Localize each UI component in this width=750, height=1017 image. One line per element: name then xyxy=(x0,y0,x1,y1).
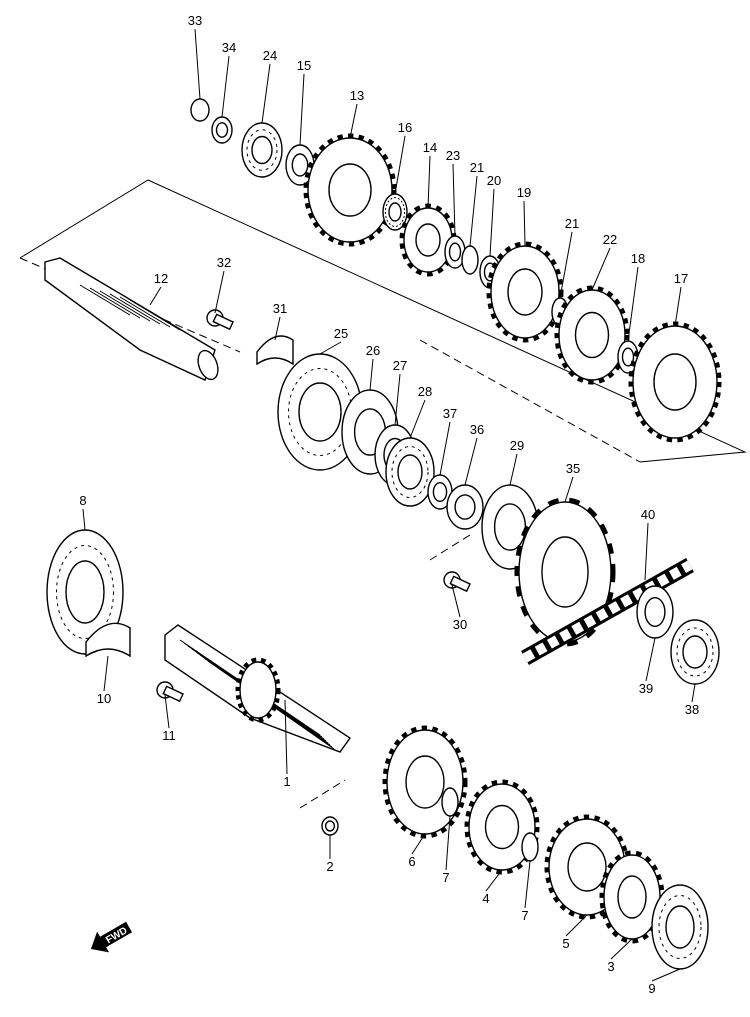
part-9-bearing xyxy=(651,884,709,970)
part-label-25: 25 xyxy=(334,326,348,341)
part-2-washer xyxy=(321,816,339,836)
part-label-37: 37 xyxy=(443,406,457,421)
part-label-4: 4 xyxy=(482,891,489,906)
part-label-33: 33 xyxy=(188,13,202,28)
part-36-washer xyxy=(446,484,484,530)
part-label-7: 7 xyxy=(521,908,528,923)
part-22-gear xyxy=(554,285,630,385)
part-label-23: 23 xyxy=(446,148,460,163)
part-label-18: 18 xyxy=(631,251,645,266)
part-16-needle xyxy=(382,193,408,231)
part-label-38: 38 xyxy=(685,702,699,717)
part-label-34: 34 xyxy=(222,40,236,55)
part-39-washer xyxy=(636,585,674,639)
part-label-13: 13 xyxy=(350,88,364,103)
part-8-bearing xyxy=(46,529,124,655)
part-label-9: 9 xyxy=(648,981,655,996)
part-label-16: 16 xyxy=(398,120,412,135)
part-label-1: 1 xyxy=(283,774,290,789)
part-label-30: 30 xyxy=(453,617,467,632)
part-label-35: 35 xyxy=(566,461,580,476)
part-label-14: 14 xyxy=(423,140,437,155)
part-label-3: 3 xyxy=(607,959,614,974)
part-19-gear xyxy=(486,241,564,343)
part-label-40: 40 xyxy=(641,507,655,522)
part-label-20: 20 xyxy=(487,173,501,188)
part-labels: 3334241513161423212019212218171232312526… xyxy=(79,13,699,996)
part-label-17: 17 xyxy=(674,271,688,286)
part-33-clip xyxy=(190,98,210,122)
part-12-shaft12 xyxy=(44,257,219,381)
part-label-24: 24 xyxy=(263,48,277,63)
part-label-32: 32 xyxy=(217,255,231,270)
part-label-21: 21 xyxy=(565,216,579,231)
assembly-outline-lines xyxy=(19,179,747,809)
fwd-arrow-icon: FWD xyxy=(90,921,133,953)
part-14-gear xyxy=(399,203,457,277)
part-label-7: 7 xyxy=(442,870,449,885)
part-label-26: 26 xyxy=(366,343,380,358)
part-7-clip xyxy=(521,832,539,862)
part-28-bearing xyxy=(385,437,435,507)
part-35-sprocket xyxy=(514,497,616,647)
part-label-31: 31 xyxy=(273,301,287,316)
part-40-chain xyxy=(521,558,694,665)
parts-layer xyxy=(44,98,722,970)
part-label-6: 6 xyxy=(408,854,415,869)
part-17-gear xyxy=(628,321,722,443)
part-label-15: 15 xyxy=(297,58,311,73)
part-6-gear xyxy=(382,725,468,839)
part-label-12: 12 xyxy=(154,271,168,286)
part-13-gear xyxy=(303,133,397,247)
part-4-gear xyxy=(464,779,540,875)
part-7-clip xyxy=(441,787,459,817)
part-label-39: 39 xyxy=(639,681,653,696)
part-label-2: 2 xyxy=(326,859,333,874)
part-38-bearing xyxy=(670,619,720,685)
part-21-clip xyxy=(461,245,479,275)
part-label-8: 8 xyxy=(79,493,86,508)
part-label-28: 28 xyxy=(418,384,432,399)
part-label-27: 27 xyxy=(393,358,407,373)
part-label-29: 29 xyxy=(510,438,524,453)
part-30-screw xyxy=(443,571,471,593)
part-32-screw xyxy=(206,309,234,331)
part-10-plate xyxy=(85,622,131,658)
part-label-21: 21 xyxy=(470,160,484,175)
part-31-plate xyxy=(256,335,294,366)
part-label-22: 22 xyxy=(603,232,617,247)
part-24-bearing xyxy=(241,122,283,178)
part-label-10: 10 xyxy=(97,691,111,706)
part-label-36: 36 xyxy=(470,422,484,437)
part-label-19: 19 xyxy=(517,185,531,200)
part-25-bearing xyxy=(277,353,363,471)
part-1-shaft1 xyxy=(164,624,351,753)
part-label-11: 11 xyxy=(162,728,176,743)
part-11-screw xyxy=(156,681,184,703)
fwd-label: FWD xyxy=(104,925,129,946)
part-34-washer xyxy=(211,116,233,144)
part-23-washer xyxy=(444,235,466,269)
part-label-5: 5 xyxy=(562,936,569,951)
